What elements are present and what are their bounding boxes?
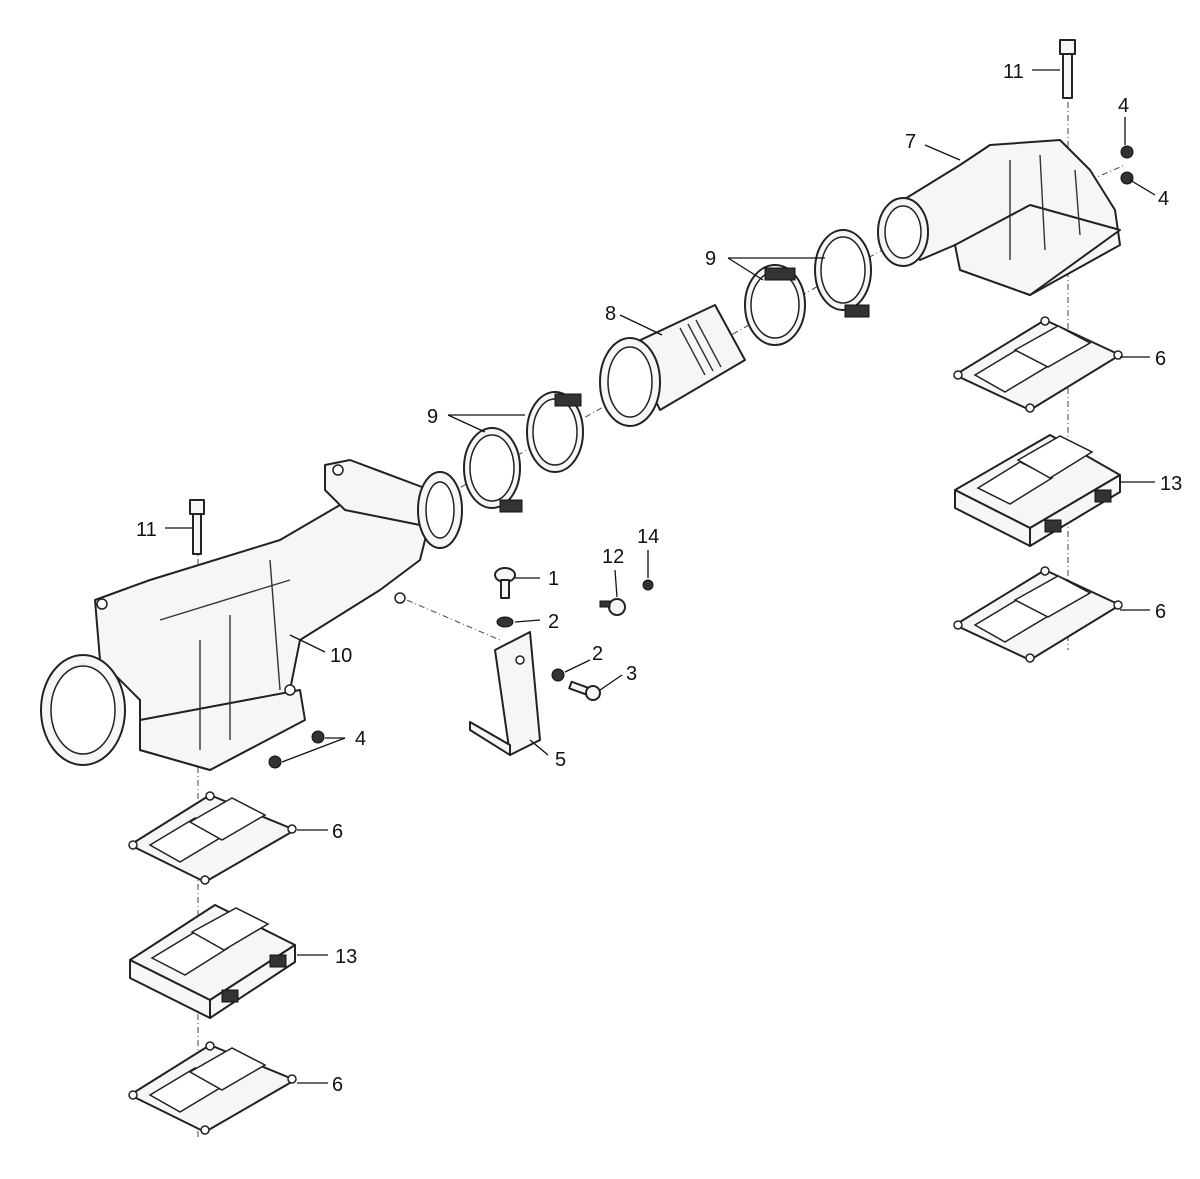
callout-4-left: 4 xyxy=(355,728,366,750)
callout-11-left: 11 xyxy=(136,519,157,541)
left-gasket-lower xyxy=(128,1041,297,1135)
callout-11-right: 11 xyxy=(1003,61,1024,83)
left-spacer-block xyxy=(129,904,296,1019)
callout-13-right: 13 xyxy=(1160,473,1182,495)
leader-lines xyxy=(165,69,1156,1084)
clamp-upper-right xyxy=(814,229,872,318)
right-bolt xyxy=(1059,39,1076,99)
bracket-screw-1 xyxy=(494,567,516,599)
callout-6-right-lower: 6 xyxy=(1155,601,1166,623)
callout-1: 1 xyxy=(548,568,559,590)
right-gasket-upper xyxy=(953,316,1123,413)
callout-5: 5 xyxy=(555,749,566,771)
callout-2-upper: 2 xyxy=(548,611,559,633)
fitting-12 xyxy=(599,598,626,616)
callout-12: 12 xyxy=(602,546,624,568)
right-spacer-block xyxy=(954,434,1121,547)
callout-10: 10 xyxy=(330,645,352,667)
callout-13-left: 13 xyxy=(335,946,357,968)
support-bracket xyxy=(469,631,541,756)
left-bolt xyxy=(189,499,205,555)
callout-9-lower: 9 xyxy=(427,406,438,428)
washer-2-upper xyxy=(496,616,514,628)
callout-6-right-upper: 6 xyxy=(1155,348,1166,370)
right-gasket-lower xyxy=(953,566,1123,663)
left-nuts xyxy=(268,730,325,769)
callout-3: 3 xyxy=(626,663,637,685)
washer-2-lower xyxy=(551,668,565,682)
callout-9-upper: 9 xyxy=(705,248,716,270)
clamp-upper-left xyxy=(744,264,806,346)
clamp-lower-left xyxy=(463,427,523,513)
clamp-lower-right xyxy=(526,391,584,473)
callout-7: 7 xyxy=(905,131,916,153)
callout-labels: 1 2 2 3 4 4 4 5 6 6 6 6 7 8 9 9 10 11 11… xyxy=(136,61,1182,1096)
left-gasket-upper xyxy=(128,791,297,885)
callout-14: 14 xyxy=(637,526,659,548)
bolt-3 xyxy=(568,680,601,701)
callout-4-lower-right: 4 xyxy=(1158,188,1169,210)
callout-6-left-upper: 6 xyxy=(332,821,343,843)
callout-2-lower: 2 xyxy=(592,643,603,665)
callout-4-upper-right: 4 xyxy=(1118,95,1129,117)
exhaust-manifold-part xyxy=(40,459,463,771)
callout-6-left-lower: 6 xyxy=(332,1074,343,1096)
exhaust-elbow-part xyxy=(877,139,1121,296)
plug-14 xyxy=(642,579,654,591)
connecting-sleeve xyxy=(599,304,746,427)
callout-8: 8 xyxy=(605,303,616,325)
right-nuts xyxy=(1120,145,1134,185)
